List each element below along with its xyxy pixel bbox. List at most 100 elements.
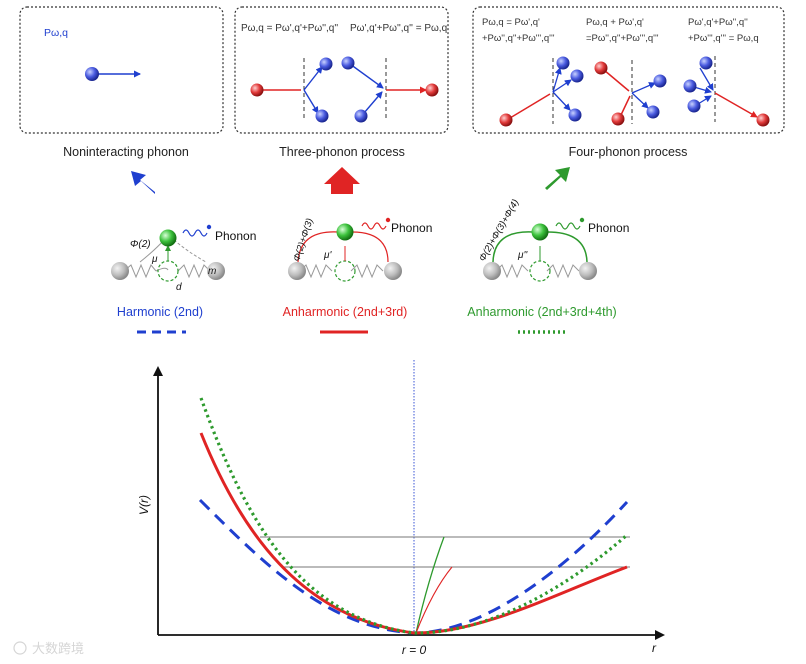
atom-right (384, 262, 402, 280)
atom-right (207, 262, 225, 280)
up-left-arrow-icon (131, 171, 155, 194)
phonon-ball-blue (653, 74, 667, 88)
phonon-ball-blue (646, 105, 660, 119)
phonon-ball-blue (315, 109, 329, 123)
anharmonic-bond (547, 231, 588, 263)
phonon-ball-blue (354, 109, 368, 123)
phonon-ball-red (594, 61, 608, 75)
model-anharmonic-3rd: Phonon Φ(2)+Φ(3) μ' (288, 217, 432, 282)
phonon-ball-blue (570, 69, 584, 83)
panel-border (19, 6, 224, 134)
outgoing-arrow (631, 82, 656, 94)
atom-displaced (336, 223, 354, 241)
legend-anharmonic3-label: Anharmonic (2nd+3rd) (283, 305, 408, 319)
panel-border (472, 6, 785, 134)
spring (177, 263, 211, 279)
atom-left (288, 262, 306, 280)
formula-four-a1: Pω,q = Pω',q' (482, 17, 540, 28)
spring (299, 263, 333, 279)
panel-border (234, 6, 449, 134)
displacement-label: μ (151, 254, 158, 265)
anharmonic-bond (297, 231, 339, 263)
watermark-text: 大数跨境 (32, 641, 84, 656)
curve-anharmonic4 (199, 397, 629, 635)
phonon-label: Phonon (391, 221, 432, 235)
anharmonic-bond (351, 231, 389, 263)
outgoing-arrow (303, 89, 319, 114)
up-right-arrow-icon (545, 167, 570, 190)
phonon-emitted (385, 217, 391, 223)
caption-four-phonon: Four-phonon process (569, 145, 688, 159)
incoming-arrow (349, 63, 384, 89)
phonon-emitted (206, 224, 212, 230)
incoming-arrow (603, 69, 630, 92)
atom-displaced (531, 223, 549, 241)
model-harmonic: Phonon Φ(2) μ d m (111, 224, 256, 293)
incoming-arrow (693, 86, 712, 94)
formula-three-right: Pω',q'+Pω'',q'' = Pω,q (350, 23, 447, 34)
spring (350, 263, 384, 279)
phonon-ball-blue (568, 108, 582, 122)
phonon-ball-red (756, 113, 770, 127)
phonon-wave-icon (361, 222, 387, 230)
formula-three-left: Pω,q = Pω',q'+Pω'',q'' (241, 23, 338, 34)
incoming-arrow (363, 91, 383, 114)
formula-four-b1: Pω,q + Pω',q' (586, 17, 644, 28)
outgoing-arrow (552, 91, 571, 111)
phonon-wave-icon (555, 222, 581, 230)
formula-four-a2: +Pω'',q''+Pω''',q''' (482, 33, 555, 44)
legend-harmonic-label: Harmonic (2nd) (117, 305, 203, 319)
thermal-expansion-curve (415, 536, 445, 634)
mass-label: m (208, 266, 216, 277)
origin-label: r = 0 (402, 643, 427, 657)
phonon-ball-red (611, 112, 625, 126)
panel-noninteracting: Pω,q (19, 6, 224, 134)
spring (495, 263, 529, 279)
bond (173, 239, 207, 263)
force-constant-label: Φ(2)+Φ(3) (291, 217, 315, 263)
phonon-label: Phonon (588, 221, 629, 235)
watermark: 大数跨境 (13, 641, 84, 656)
outgoing-arrow (631, 92, 649, 109)
phonon-wave-icon (182, 229, 208, 237)
outgoing-arrow (303, 66, 323, 91)
phonon-ball-blue (319, 57, 333, 71)
phonon-ball-blue (341, 56, 355, 70)
caption-three-phonon: Three-phonon process (279, 145, 405, 159)
potential-plot: V(r) r r = 0 (137, 360, 665, 657)
atom-displaced (159, 229, 177, 247)
force-constant-label: Φ(2) (130, 239, 151, 250)
atom-right (579, 262, 597, 280)
outgoing-arrow (552, 67, 562, 93)
phonon-ball-blue (699, 56, 713, 70)
panel-three-phonon: Pω,q = Pω',q'+Pω'',q'' Pω',q'+Pω'',q'' =… (234, 6, 449, 134)
formula-four-c2: +Pω''',q''' = Pω,q (688, 33, 759, 44)
up-arrow-icon (324, 167, 360, 194)
phonon-emitted (579, 217, 585, 223)
phonon-ball-red (250, 83, 264, 97)
outgoing-arrow (714, 92, 758, 118)
phonon-ball-red (499, 113, 513, 127)
equilibrium-site (334, 260, 356, 282)
panel-four-phonon: Pω,q = Pω',q' +Pω'',q''+Pω''',q''' Pω,q … (472, 6, 785, 134)
incoming-arrow (699, 67, 714, 91)
thermal-expansion-curve (415, 566, 453, 634)
incoming-arrow (697, 95, 712, 105)
displacement-label: μ'' (517, 250, 528, 261)
formula-four-b2: =Pω'',q''+Pω''',q''' (586, 33, 659, 44)
model-anharmonic-4th: Phonon Φ(2)+Φ(3)+Φ(4) μ'' (477, 198, 629, 282)
formula-four-c1: Pω',q'+Pω'',q'' (688, 17, 748, 28)
outgoing-arrow (552, 79, 572, 93)
phonon-ball-red (425, 83, 439, 97)
anharmonic-bond (492, 231, 534, 263)
incoming-arrow (509, 93, 551, 119)
y-axis-label: V(r) (137, 495, 151, 515)
spring (123, 263, 157, 279)
atom-left (483, 262, 501, 280)
force-constant-label: Φ(2)+Φ(3)+Φ(4) (477, 198, 521, 264)
incoming-arrow (620, 95, 631, 116)
phonon-ball-blue (683, 79, 697, 93)
caption-noninteracting: Noninteracting phonon (63, 145, 189, 159)
formula-noninteracting: Pω,q (44, 27, 68, 39)
